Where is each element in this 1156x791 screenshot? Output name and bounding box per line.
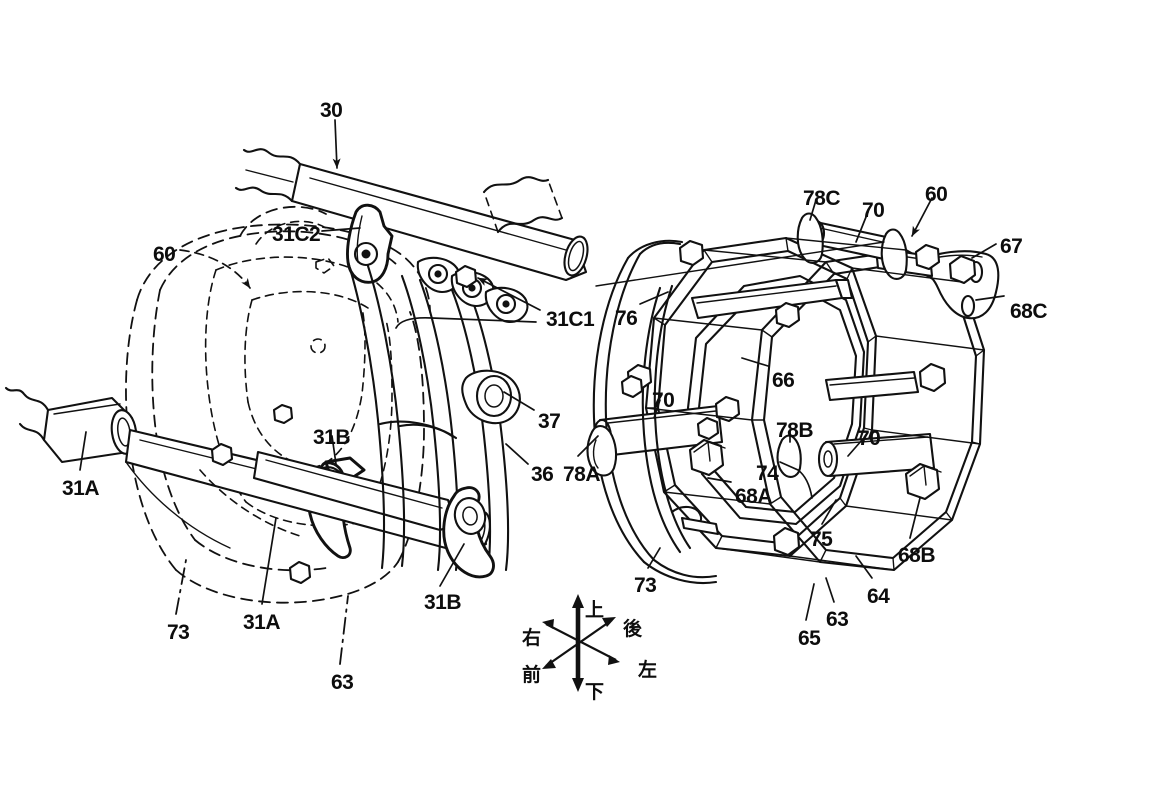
label-60-left: 60	[153, 243, 176, 266]
compass-rear-label: 後	[623, 618, 643, 640]
label-64: 64	[867, 585, 890, 608]
label-65: 65	[798, 627, 821, 650]
lower-tube-31A-left	[4, 386, 138, 464]
label-31B-top: 31B	[313, 426, 351, 449]
label-67: 67	[1000, 235, 1023, 258]
label-70-top: 70	[862, 199, 885, 222]
label-78C: 78C	[803, 187, 841, 210]
label-63-left: 63	[331, 671, 354, 694]
direction-compass-rose	[542, 594, 620, 692]
compass-up-label: 上	[585, 599, 605, 621]
front-hanger-bracket-31C2	[346, 203, 394, 284]
upper-frame-tube-30	[234, 148, 589, 282]
label-75: 75	[810, 528, 833, 551]
label-66: 66	[772, 369, 795, 392]
label-31C1: 31C1	[546, 308, 595, 331]
label-36: 36	[531, 463, 554, 486]
leader-lines	[79, 119, 1005, 665]
left-frame-mount-lugs	[416, 256, 529, 579]
compass-down-label: 下	[585, 681, 605, 703]
hanger-bracket-31B-right	[442, 486, 495, 579]
ring-connection-lines	[645, 237, 985, 571]
label-60-right: 60	[925, 183, 948, 206]
label-73-left: 73	[167, 621, 190, 644]
hex-nut-68B	[904, 462, 942, 501]
label-63-right: 63	[826, 608, 849, 631]
label-68B: 68B	[898, 544, 936, 567]
label-31A-left: 31A	[62, 477, 100, 500]
label-68A: 68A	[735, 485, 773, 508]
left-assembly	[4, 148, 589, 604]
label-31A-bottom: 31A	[243, 611, 281, 634]
label-73-right: 73	[634, 574, 657, 597]
label-37: 37	[538, 410, 561, 433]
cross-tube-70-mid	[824, 370, 920, 402]
label-30: 30	[320, 99, 343, 122]
hex-nut-68A	[688, 438, 726, 477]
cross-tube-70-lower	[817, 432, 936, 478]
label-68C: 68C	[1010, 300, 1048, 323]
compass-front-label: 前	[522, 664, 542, 686]
label-31B-bottom: 31B	[424, 591, 462, 614]
left-frame-bolts	[210, 403, 312, 585]
top-pivot-tube-78C	[796, 212, 908, 280]
label-78B: 78B	[776, 419, 814, 442]
label-70-left: 70	[652, 389, 675, 412]
label-78A: 78A	[563, 463, 601, 486]
label-74: 74	[756, 462, 779, 485]
label-31C2: 31C2	[272, 223, 321, 246]
right-assembly	[586, 212, 1000, 584]
compass-right-label: 右	[522, 627, 542, 649]
compass-left-label: 左	[638, 659, 658, 681]
label-76: 76	[615, 307, 638, 330]
pivot-eye-37	[461, 369, 521, 425]
guard-strut-76	[641, 284, 692, 554]
left-assembly-rear-lines	[125, 461, 301, 549]
cross-tube-70-upper	[690, 278, 854, 320]
label-70-right: 70	[858, 427, 881, 450]
